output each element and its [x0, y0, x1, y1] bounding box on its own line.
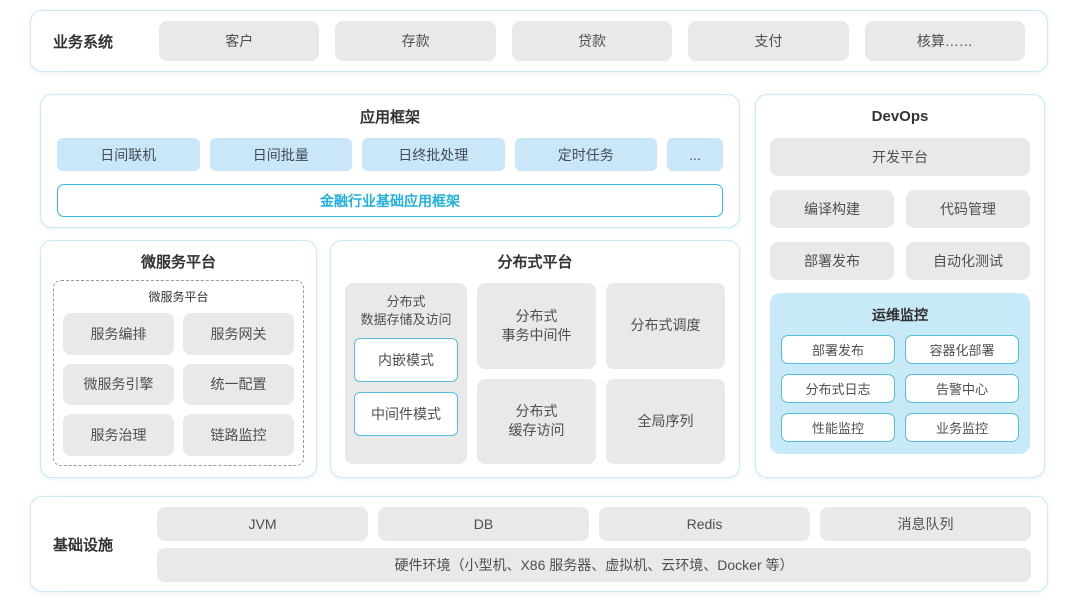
node-middleware-mode: 中间件模式 [354, 392, 458, 437]
node-embedded-mode: 内嵌模式 [354, 338, 458, 383]
infrastructure-panel: 基础设施 JVM DB Redis 消息队列 硬件环境（小型机、X86 服务器、… [30, 496, 1048, 592]
infrastructure-label: 基础设施 [53, 536, 114, 554]
node-daytime-batch: 日间批量 [209, 138, 352, 171]
distributed-title: 分布式平台 [497, 254, 573, 271]
node-distributed-transaction: 分布式 事务中间件 [477, 283, 596, 369]
distributed-storage-label: 分布式 数据存储及访问 [360, 293, 451, 328]
infrastructure-row: JVM DB Redis 消息队列 [157, 506, 1031, 541]
node-performance-monitoring: 性能监控 [781, 413, 895, 442]
node-monitor-deploy-release: 部署发布 [781, 335, 895, 364]
node-build-compile: 编译构建 [770, 190, 894, 228]
devops-grid: 编译构建 代码管理 部署发布 自动化测试 [770, 190, 1030, 280]
distributed-cache-line1: 分布式 [515, 403, 558, 420]
distributed-transaction-line1: 分布式 [515, 307, 558, 324]
node-unified-config: 统一配置 [183, 363, 294, 406]
node-financial-base-framework: 金融行业基础应用框架 [57, 184, 723, 217]
distributed-storage-line2: 数据存储及访问 [360, 311, 452, 327]
node-redis: Redis [599, 506, 810, 541]
node-message-queue: 消息队列 [820, 506, 1031, 541]
node-service-orchestration: 服务编排 [63, 313, 174, 355]
ops-monitoring-group: 运维监控 部署发布 容器化部署 分布式日志 告警中心 性能监控 业务监控 [770, 293, 1030, 454]
infrastructure-content: JVM DB Redis 消息队列 硬件环境（小型机、X86 服务器、虚拟机、云… [157, 506, 1031, 582]
microservice-panel: 微服务平台 微服务平台 服务编排 服务网关 微服务引擎 统一配置 服务治理 链路… [40, 240, 317, 478]
node-deposit: 存款 [335, 21, 496, 61]
node-alert-center: 告警中心 [905, 374, 1019, 403]
node-hardware-environment: 硬件环境（小型机、X86 服务器、虚拟机、云环境、Docker 等） [157, 547, 1031, 582]
node-more-ellipsis: ... [667, 138, 723, 171]
business-systems-label: 业务系统 [53, 33, 114, 51]
distributed-col-2: 分布式 事务中间件 分布式 缓存访问 [477, 283, 596, 464]
node-global-sequence: 全局序列 [606, 378, 725, 464]
node-loan: 贷款 [511, 21, 673, 61]
node-distributed-storage: 分布式 数据存储及访问 内嵌模式 中间件模式 [345, 283, 467, 464]
node-db: DB [378, 506, 589, 541]
node-distributed-cache: 分布式 缓存访问 [477, 378, 596, 464]
devops-title: DevOps [871, 108, 929, 125]
app-framework-items: 日间联机 日间批量 日终批处理 定时任务 ... [57, 138, 723, 171]
distributed-panel: 分布式平台 分布式 数据存储及访问 内嵌模式 中间件模式 分布式 事务中间件 分… [330, 240, 740, 478]
distributed-transaction-line2: 事务中间件 [501, 326, 572, 343]
microservice-grid: 服务编排 服务网关 微服务引擎 统一配置 服务治理 链路监控 [63, 313, 294, 456]
microservice-dashed-group: 微服务平台 服务编排 服务网关 微服务引擎 统一配置 服务治理 链路监控 [53, 280, 304, 466]
node-trace-monitoring: 链路监控 [183, 414, 294, 456]
node-dev-platform: 开发平台 [770, 138, 1030, 176]
ops-monitoring-title: 运维监控 [872, 307, 928, 323]
node-jvm: JVM [157, 506, 368, 541]
node-customer: 客户 [159, 21, 320, 61]
business-systems-panel: 业务系统 客户 存款 贷款 支付 核算…… [30, 10, 1048, 72]
node-service-governance: 服务治理 [63, 414, 174, 456]
app-framework-title: 应用框架 [359, 109, 420, 126]
business-systems-items: 客户 存款 贷款 支付 核算…… [159, 21, 1026, 61]
node-code-management: 代码管理 [906, 190, 1030, 228]
node-distributed-scheduling: 分布式调度 [606, 283, 725, 369]
node-automated-testing: 自动化测试 [906, 242, 1030, 280]
node-scheduled-tasks: 定时任务 [514, 138, 657, 171]
distributed-cache-line2: 缓存访问 [508, 422, 565, 439]
app-framework-panel: 应用框架 日间联机 日间批量 日终批处理 定时任务 ... 金融行业基础应用框架 [40, 94, 740, 228]
node-service-gateway: 服务网关 [183, 313, 294, 355]
devops-panel: DevOps 开发平台 编译构建 代码管理 部署发布 自动化测试 运维监控 部署… [755, 94, 1045, 478]
node-accounting: 核算…… [864, 21, 1026, 61]
node-containerized-deploy: 容器化部署 [905, 335, 1019, 364]
distributed-body: 分布式 数据存储及访问 内嵌模式 中间件模式 分布式 事务中间件 分布式 缓存访… [345, 283, 725, 464]
distributed-col-3: 分布式调度 全局序列 [606, 283, 725, 464]
node-distributed-logging: 分布式日志 [781, 374, 895, 403]
node-microservice-engine: 微服务引擎 [63, 363, 174, 406]
distributed-storage-line1: 分布式 [386, 294, 426, 309]
node-eod-batch: 日终批处理 [362, 138, 505, 171]
microservice-title: 微服务平台 [140, 254, 216, 271]
node-daytime-online: 日间联机 [57, 138, 200, 171]
node-payment: 支付 [688, 21, 849, 61]
ops-monitoring-grid: 部署发布 容器化部署 分布式日志 告警中心 性能监控 业务监控 [781, 335, 1019, 442]
microservice-inner-title: 微服务平台 [148, 290, 209, 304]
node-deploy-release: 部署发布 [770, 242, 894, 280]
node-business-monitoring: 业务监控 [905, 413, 1019, 442]
